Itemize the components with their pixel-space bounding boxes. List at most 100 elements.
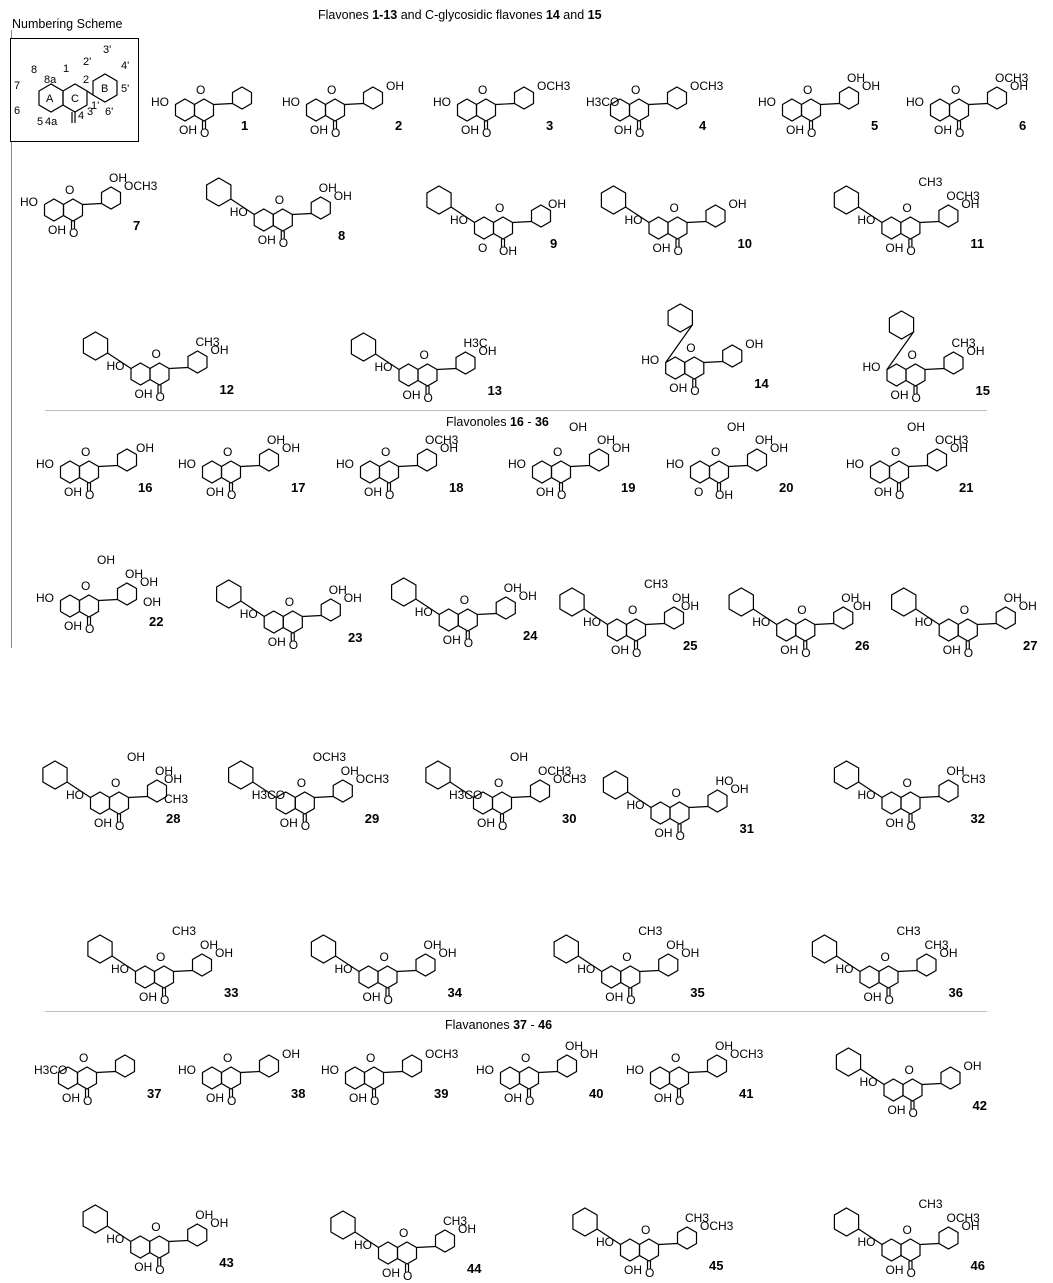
ring-c-bond-path: [475, 98, 497, 122]
substituent-label: OCH3: [425, 1047, 459, 1061]
ring-c-bond-path: [518, 1066, 540, 1090]
substituent-label: OCH3: [946, 189, 980, 203]
substituent-label: O: [227, 488, 236, 502]
substituent-label: OH: [179, 123, 197, 137]
ring-a-bond-path: [869, 460, 891, 484]
substituent-label: OH: [862, 79, 880, 93]
atom-label-1p: 1': [91, 100, 99, 112]
substituent-label: OH: [907, 420, 925, 434]
section-title-flavanones: Flavanones 37 - 46: [445, 1018, 553, 1032]
substituent-label: H3CO: [252, 788, 285, 802]
ring-c-bond-path: [396, 1241, 418, 1265]
substituent-label: CH3: [897, 924, 921, 938]
ring-c-bond-path: [78, 594, 100, 618]
substituent-label: OH: [206, 1091, 224, 1105]
compound-number: 11: [970, 236, 985, 251]
substituent-label: O: [380, 950, 389, 964]
substituent-label: OH: [341, 764, 359, 778]
substituent-label: OH: [947, 764, 965, 778]
compound-number: 15: [975, 383, 990, 398]
atom-label-3: 3: [87, 106, 93, 118]
substituent-label: OH: [1010, 79, 1028, 93]
ring-a-bond-path: [499, 1066, 521, 1090]
substituent-label: OH: [136, 441, 154, 455]
substituent-label: HO: [716, 774, 734, 788]
substituent-label: OH: [62, 1091, 80, 1105]
substituent-label: OH: [874, 485, 892, 499]
ring-c-bond-path: [76, 1066, 98, 1090]
substituent-label: O: [964, 646, 973, 660]
substituent-label: O: [675, 1094, 684, 1108]
ring-b-bond-path: [746, 448, 768, 472]
substituent-label: OH: [282, 441, 300, 455]
substituent-label: HO: [336, 457, 354, 471]
substituent-label: OH: [1019, 599, 1037, 613]
atom-label-7: 7: [14, 80, 20, 92]
ring-a-bond-path: [689, 460, 711, 484]
substituent-label: HO: [240, 607, 258, 621]
substituent-label: O: [635, 126, 644, 140]
ring-c-bond-path: [491, 791, 513, 815]
ring-b-bond-path: [676, 1226, 698, 1250]
substituent-label: HO: [282, 95, 300, 109]
compound-number: 38: [291, 1086, 306, 1101]
substituent-label: OH: [97, 553, 115, 567]
ring-a-bond-path: [134, 965, 156, 989]
substituent-label: OH: [282, 1047, 300, 1061]
substituent-label: OH: [504, 1091, 522, 1105]
substituent-label: HO: [354, 1238, 372, 1252]
ring-b-bond-path: [455, 351, 476, 375]
substituent-label: HO: [846, 457, 864, 471]
substituent-label: OCH3: [730, 1047, 764, 1061]
substituent-label: O: [711, 445, 720, 459]
ring-b-bond-path: [705, 204, 726, 228]
substituent-label: OH: [510, 750, 528, 764]
left-vertical-rule: [11, 30, 12, 648]
ring-c-bond-path: [62, 83, 88, 113]
sugar-ring-bond-path: [350, 332, 377, 362]
substituent-label: O: [628, 603, 637, 617]
substituent-label: OH: [363, 990, 381, 1004]
ring-b-bond-path: [187, 350, 208, 374]
ring-a-bond-path: [130, 362, 151, 386]
ring-c-bond-path: [149, 1235, 170, 1259]
sugar-ring-bond-path: [553, 934, 580, 964]
atom-label-5: 5: [37, 116, 43, 128]
section-title-flavones: Flavones 1-13 and C-glycosidic flavones …: [318, 8, 602, 22]
ring-b-bond-path: [943, 351, 964, 375]
substituent-label: OH: [109, 171, 127, 185]
substituent-label: HO: [906, 95, 924, 109]
substituent-label: OH: [134, 1260, 152, 1274]
compound-number: 24: [523, 628, 538, 643]
substituent-label: OH: [424, 938, 442, 952]
ring-a-bond-path: [473, 216, 495, 240]
substituent-label: O: [902, 201, 911, 215]
substituent-label: O: [525, 1094, 534, 1108]
substituent-label: OH: [386, 79, 404, 93]
substituent-label: CH3: [196, 335, 220, 349]
substituent-label: O: [196, 83, 205, 97]
substituent-label: CH3: [172, 924, 196, 938]
substituent-label: OH: [888, 1103, 906, 1117]
compound-number: 34: [447, 985, 462, 1000]
ring-a-bond-path: [344, 1066, 366, 1090]
substituent-label: H3C: [464, 336, 488, 350]
substituent-label: O: [83, 1094, 92, 1108]
